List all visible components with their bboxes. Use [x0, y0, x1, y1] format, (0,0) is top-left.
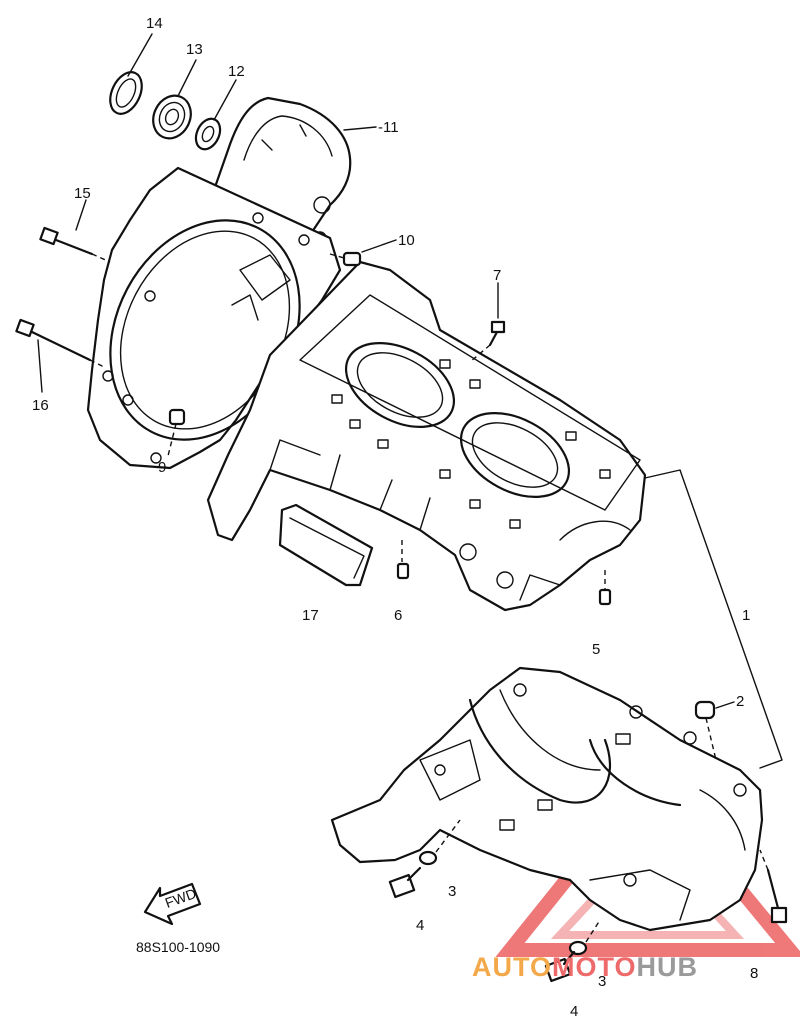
part-16-bolt [15, 318, 107, 369]
part-9-dowel [167, 408, 186, 457]
part-7-bolt [469, 320, 506, 363]
callout-7: 7 [493, 267, 501, 284]
callout-10: 10 [398, 232, 415, 249]
callout-4b: 4 [570, 1003, 578, 1020]
part-14-oil-seal [109, 71, 143, 115]
callout-5: 5 [592, 641, 600, 658]
callout-labels: 14 13 12 -11 15 10 7 16 9 17 6 5 1 2 3 4… [32, 15, 758, 1020]
watermark-text: AUTOMOTOHUB [472, 952, 698, 982]
part-13-bearing [152, 94, 192, 140]
watermark-auto: AUTO [472, 952, 552, 982]
part-3-washer [418, 819, 461, 866]
watermark-hub: HUB [637, 952, 699, 982]
part-code: 88S100-1090 [136, 939, 220, 955]
callout-11: -11 [378, 119, 399, 136]
lower-crankcase [330, 666, 764, 932]
part-6-dowel [396, 540, 410, 580]
fwd-arrow: FWD [143, 882, 202, 926]
part-8-bolt [759, 849, 788, 924]
flywheel-housing [86, 166, 342, 470]
upper-crankcase [206, 260, 647, 612]
part-4-nut [388, 866, 422, 899]
part-4b-nut [544, 950, 576, 983]
callout-1: 1 [742, 607, 750, 624]
callout-8: 8 [750, 965, 758, 982]
part-12-bearing [194, 117, 222, 151]
watermark-moto: MOTO [552, 952, 637, 982]
callout-12: 12 [228, 63, 245, 80]
part-15-bolt [39, 226, 111, 263]
callout-2: 2 [736, 693, 744, 710]
callout-4: 4 [416, 917, 424, 934]
callout-17: 17 [302, 607, 319, 624]
part-10-dowel [329, 251, 362, 267]
part-2-dowel [694, 700, 717, 761]
part-3b-washer [568, 919, 601, 956]
part-5-dowel [598, 570, 612, 606]
callout-14: 14 [146, 15, 163, 32]
part-1-bracket [644, 469, 783, 769]
callout-16: 16 [32, 397, 49, 414]
callout-3b: 3 [598, 973, 606, 990]
callout-3: 3 [448, 883, 456, 900]
callout-13: 13 [186, 41, 203, 58]
part-17-plate [278, 503, 374, 587]
leader-lines [37, 33, 735, 709]
callout-9: 9 [158, 459, 166, 476]
callout-15: 15 [74, 185, 91, 202]
callout-6: 6 [394, 607, 402, 624]
